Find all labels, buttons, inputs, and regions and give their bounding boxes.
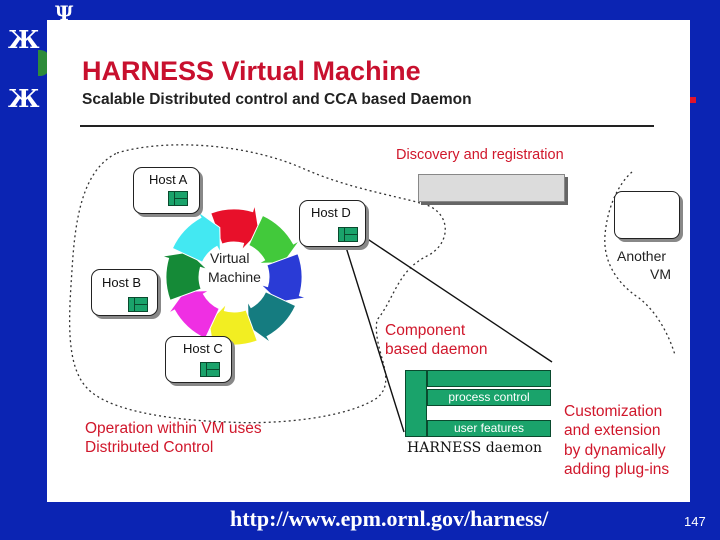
- process-control-row: process control: [427, 389, 551, 406]
- component-line2: based daemon: [385, 341, 488, 358]
- host-c-daemon-icon: [200, 362, 220, 377]
- another-vm-line1: Another: [617, 248, 667, 264]
- other-vm-boundary: [604, 171, 676, 356]
- operation-line1: Operation within VM uses: [85, 420, 262, 437]
- virtual-machine-ring: [161, 204, 307, 350]
- daemon-core-column: [405, 370, 427, 437]
- ring-label-line2: Machine: [208, 269, 261, 285]
- component-line1: Component: [385, 322, 466, 339]
- host-b-daemon-icon: [128, 297, 148, 312]
- daemon-block: process control user features: [405, 370, 551, 437]
- host-d-label: Host D: [311, 205, 351, 220]
- host-d: Host D: [299, 200, 366, 247]
- ring-arrow-segment: [210, 204, 260, 251]
- title-rule: [80, 125, 654, 127]
- page-number: 147: [684, 514, 706, 529]
- custom-line3: by dynamically: [564, 442, 666, 459]
- slide-title: HARNESS Virtual Machine: [82, 56, 421, 86]
- logo-glyph-left-2: Ж: [8, 84, 40, 113]
- ring-arrow-segment: [260, 253, 307, 303]
- another-vm-line2: VM: [650, 266, 671, 282]
- host-c: Host C: [165, 336, 232, 383]
- discovery-label: Discovery and registration: [396, 147, 564, 163]
- diagram-canvas: [69, 144, 676, 433]
- footer-url-link[interactable]: http://www.epm.ornl.gov/harness/: [230, 506, 549, 531]
- ring-arrow-segment: [171, 210, 221, 263]
- host-b: Host B: [91, 269, 158, 316]
- logo-glyph-top: Ψ: [55, 1, 74, 25]
- ring-arrow-segment: [248, 214, 301, 264]
- zoom-line-2: [344, 243, 405, 433]
- daemon-top-row: [427, 370, 551, 387]
- daemon-label: HARNESS daemon: [407, 440, 543, 456]
- host-d-daemon-icon: [338, 227, 358, 242]
- zoom-line-1: [356, 231, 553, 363]
- user-features-row: user features: [427, 420, 551, 437]
- discovery-registry-bar: [418, 174, 565, 202]
- host-a-label: Host A: [149, 172, 188, 187]
- ring-label-line1: Virtual: [210, 250, 250, 266]
- ring-arrow-segment: [167, 290, 220, 340]
- another-vm-box: [614, 191, 680, 239]
- custom-line2: and extension: [564, 422, 661, 439]
- ring-arrow-segment: [161, 251, 208, 301]
- custom-line1: Customization: [564, 403, 663, 420]
- custom-line4: adding plug-ins: [564, 461, 670, 478]
- slide-panel: HARNESS Virtual Machine Scalable Distrib…: [47, 20, 690, 502]
- host-a: Host A: [133, 167, 200, 214]
- host-b-label: Host B: [102, 275, 142, 290]
- slide-subtitle: Scalable Distributed control and CCA bas…: [82, 91, 472, 108]
- host-c-label: Host C: [183, 341, 223, 356]
- operation-line2: Distributed Control: [85, 439, 214, 456]
- logo-glyph-left-1: Ж: [8, 25, 40, 54]
- ring-arrow-segment: [247, 291, 297, 344]
- bullet-dot: [690, 97, 696, 103]
- host-a-daemon-icon: [168, 191, 188, 206]
